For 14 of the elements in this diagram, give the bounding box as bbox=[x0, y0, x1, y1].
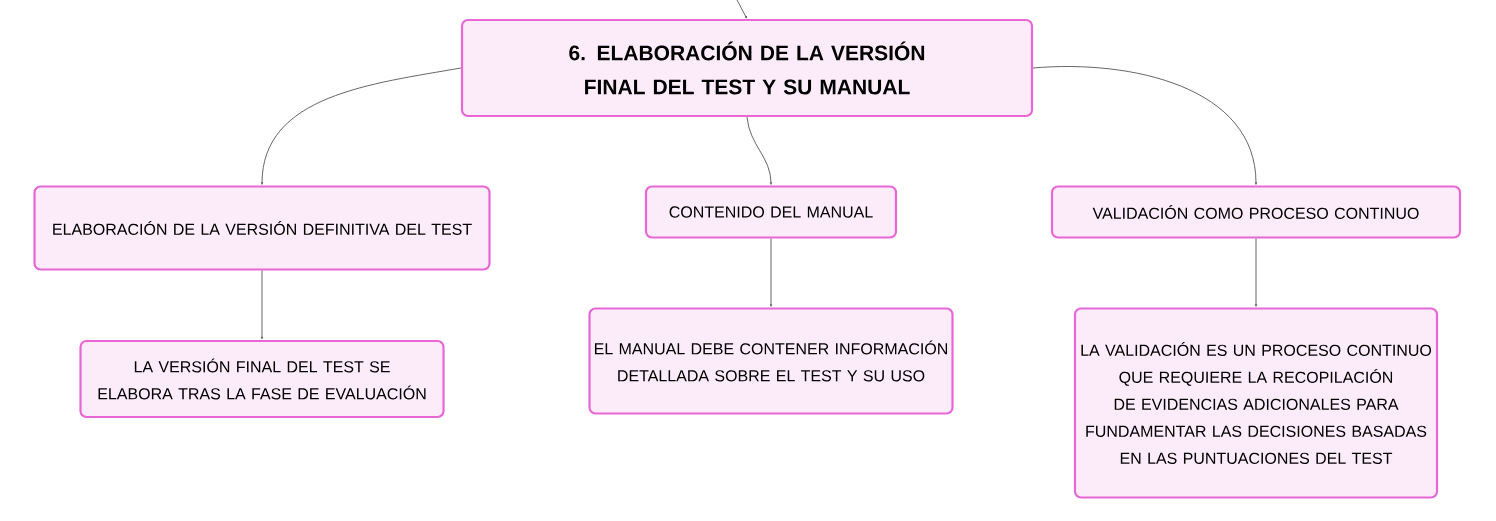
connector-arrow bbox=[1254, 238, 1258, 307]
connector-arrow bbox=[260, 270, 264, 340]
topic-box: LA VERSIÓN FINAL DEL TEST SE ELABORA TRAS LA FASE DE EVALUACIÓN bbox=[79, 339, 445, 419]
topic-box: VALIDACIÓN COMO PROCESO CONTINUO bbox=[1050, 185, 1462, 239]
topic-box: CONTENIDO DEL MANUAL bbox=[644, 185, 898, 239]
connector-arrow bbox=[746, 116, 773, 185]
connector-arrow bbox=[260, 67, 462, 185]
connector-arrow bbox=[736, 0, 747, 19]
connector-arrow bbox=[769, 238, 773, 307]
title-box: 6. ELABORACIÓN DE LA VERSIÓN FINAL DEL TEST Y SU MANUAL bbox=[460, 18, 1034, 118]
connector-arrow bbox=[1032, 66, 1258, 185]
topic-box: LA VALIDACIÓN ES UN PROCESO CONTINUO QUE REQUIERE LA RECOPILACIÓN DE EVIDENCIAS ADICIONALES PARA FUNDAMENTAR LAS DECISIONES BASADAS EN LAS PUNTUACIONES DEL TEST bbox=[1073, 307, 1439, 499]
topic-box: ELABORACIÓN DE LA VERSIÓN DEFINITIVA DEL TEST bbox=[33, 185, 491, 271]
topic-box: EL MANUAL DEBE CONTENER INFORMACIÓN DETALLADA SOBRE EL TEST Y SU USO bbox=[588, 307, 954, 415]
